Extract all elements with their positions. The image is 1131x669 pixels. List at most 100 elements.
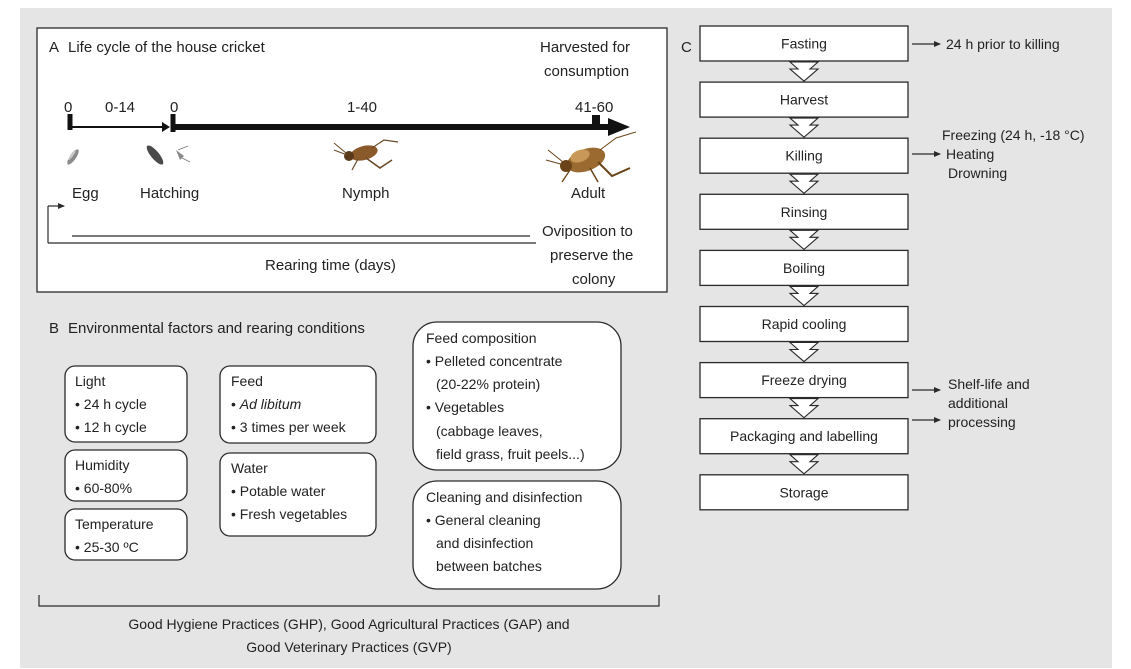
killing-note-line2: Heating <box>946 146 994 162</box>
oviposition-line3: colony <box>572 271 616 288</box>
practices-bracket <box>38 595 660 607</box>
process-step: Storage <box>699 474 909 511</box>
stage-egg-label: Egg <box>72 185 99 202</box>
temperature-item: • 25-30 ºC <box>75 539 139 555</box>
day-hatch-range-label: 0-14 <box>105 99 135 116</box>
process-step-label: Rinsing <box>781 204 828 220</box>
process-step-box <box>699 418 909 455</box>
feed-composition-line: (20-22% protein) <box>436 376 540 392</box>
light-card: Light • 24 h cycle • 12 h cycle <box>64 365 188 443</box>
water-item: • Fresh vegetables <box>231 506 347 522</box>
humidity-title: Humidity <box>75 457 129 473</box>
cleaning-title: Cleaning and disinfection <box>426 489 582 505</box>
process-step-label: Storage <box>779 484 828 500</box>
stage-adult-label: Adult <box>571 185 606 202</box>
feed-composition-line: (cabbage leaves, <box>436 423 543 439</box>
stage-nymph-label: Nymph <box>342 185 390 202</box>
humidity-card: Humidity • 60-80% <box>64 449 188 502</box>
flow-down-arrow <box>788 341 820 363</box>
freeze-note-line1: Shelf-life and <box>948 376 1030 392</box>
nymph-cricket-icon <box>333 139 399 171</box>
temperature-card: Temperature • 25-30 ºC <box>64 508 188 561</box>
flow-down-arrow <box>788 454 820 475</box>
egg-icon <box>67 149 79 165</box>
flow-down-arrow <box>788 285 820 307</box>
water-card: Water • Potable water • Fresh vegetables <box>219 452 377 537</box>
panel-a: A Life cycle of the house cricket Harves… <box>36 27 668 293</box>
process-step-label: Packaging and labelling <box>730 428 878 444</box>
process-step-box <box>699 193 909 230</box>
feed-item: • 3 times per week <box>231 419 347 435</box>
process-step-label: Boiling <box>783 260 825 276</box>
process-step: Rinsing <box>699 193 909 230</box>
light-item: • 12 h cycle <box>75 419 147 435</box>
panel-b: B Environmental factors and rearing cond… <box>38 320 660 655</box>
process-step-box <box>699 474 909 511</box>
cleaning-line: • General cleaning <box>426 512 541 528</box>
flow-down-arrow <box>788 117 820 138</box>
temperature-title: Temperature <box>75 516 154 532</box>
flow-down-arrow <box>788 229 820 251</box>
rearing-time-label: Rearing time (days) <box>265 257 396 274</box>
freeze-note-line3: processing <box>948 414 1016 430</box>
panel-b-letter: B <box>49 320 59 337</box>
flow-down-arrow <box>788 61 820 82</box>
stage-hatching-label: Hatching <box>140 185 199 202</box>
feed-item-ad-libitum: • Ad libitum <box>231 396 302 412</box>
process-step-label: Fasting <box>781 36 827 52</box>
process-step-box <box>699 361 909 399</box>
process-step-label: Harvest <box>780 92 828 108</box>
freeze-note-line2: additional <box>948 395 1008 411</box>
feed-composition-card: Feed composition • Pelleted concentrate … <box>412 321 622 471</box>
water-title: Water <box>231 460 268 476</box>
process-step-label: Killing <box>785 148 822 164</box>
light-title: Light <box>75 373 105 389</box>
process-step-box <box>699 25 909 62</box>
water-item: • Potable water <box>231 483 326 499</box>
cleaning-line: between batches <box>436 558 542 574</box>
feed-composition-title: Feed composition <box>426 330 537 346</box>
process-step: Packaging and labelling <box>699 418 909 455</box>
process-step: Fasting <box>699 25 909 62</box>
process-step-box <box>699 305 909 343</box>
oviposition-line1: Oviposition to <box>542 223 633 240</box>
light-item: • 24 h cycle <box>75 396 147 412</box>
harvested-label-line2: consumption <box>544 63 629 80</box>
timeline-tick-adult <box>592 115 600 127</box>
feed-card: Feed • Ad libitum • 3 times per week <box>219 365 377 444</box>
feed-composition-line: field grass, fruit peels...) <box>436 446 585 462</box>
practices-line2: Good Veterinary Practices (GVP) <box>246 639 451 655</box>
feed-composition-line: • Pelleted concentrate <box>426 353 563 369</box>
process-step-box <box>699 137 909 174</box>
panel-b-title: Environmental factors and rearing condit… <box>68 320 365 337</box>
process-flow: FastingHarvestKillingRinsingBoilingRapid… <box>699 25 909 511</box>
process-step: Freeze drying <box>699 361 909 399</box>
practices-line1: Good Hygiene Practices (GHP), Good Agric… <box>128 616 569 632</box>
panel-c-letter: C <box>681 39 692 56</box>
flow-down-arrow <box>788 398 820 419</box>
feed-title: Feed <box>231 373 263 389</box>
cleaning-line: and disinfection <box>436 535 533 551</box>
killing-note-line3: Drowning <box>948 165 1007 181</box>
oviposition-line2: preserve the <box>550 247 633 264</box>
process-step: Boiling <box>699 249 909 287</box>
panel-a-letter: A <box>49 39 59 56</box>
panel-c: C FastingHarvestKillingRinsingBoilingRap… <box>681 25 1085 511</box>
process-step-box <box>699 249 909 287</box>
killing-note-line1: Freezing (24 h, -18 °C) <box>942 127 1085 143</box>
timeline-hatch-arrowhead <box>162 122 170 132</box>
process-step: Rapid cooling <box>699 305 909 343</box>
hatchling-icon <box>146 145 191 165</box>
flow-down-arrow <box>788 173 820 195</box>
process-step-label: Freeze drying <box>761 372 847 388</box>
process-step: Killing <box>699 137 909 174</box>
process-step-box <box>699 81 909 118</box>
panel-a-title: Life cycle of the house cricket <box>68 39 266 56</box>
harvested-label-line1: Harvested for <box>540 39 630 56</box>
cleaning-card: Cleaning and disinfection • General clea… <box>412 480 622 590</box>
humidity-item: • 60-80% <box>75 480 132 496</box>
day-nymph-range-label: 1-40 <box>347 99 377 116</box>
process-step-label: Rapid cooling <box>762 316 847 332</box>
day-restart-label: 0 <box>170 99 178 116</box>
